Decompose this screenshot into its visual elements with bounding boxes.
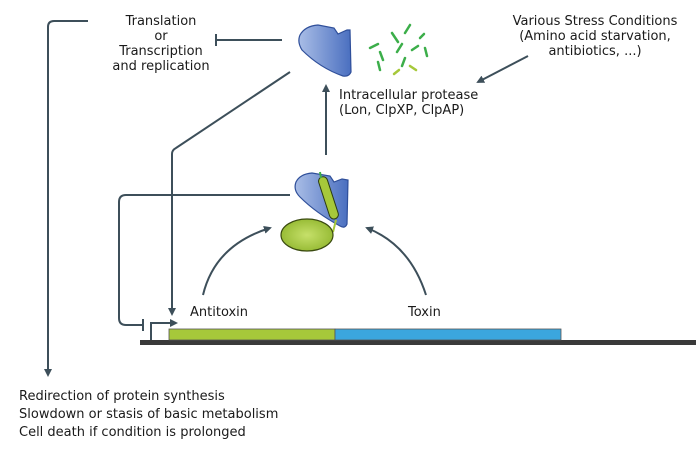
free-toxin-protein bbox=[298, 24, 352, 77]
complex-antitoxin-domain bbox=[280, 218, 334, 252]
dna-strand bbox=[140, 340, 696, 345]
label-line: Various Stress Conditions bbox=[512, 14, 678, 29]
label-line: antibiotics, ...) bbox=[548, 44, 642, 59]
stress-conditions-label: Various Stress Conditions (Amino acid st… bbox=[497, 14, 693, 59]
label-line: Transcription bbox=[119, 44, 203, 59]
toxin-to-promoter-arrow bbox=[168, 71, 291, 316]
label-line: (Lon, ClpXP, ClpAP) bbox=[339, 103, 465, 118]
ta-complex bbox=[280, 171, 349, 252]
toxin-gene bbox=[334, 328, 562, 341]
label-line: Redirection of protein synthesis bbox=[19, 389, 225, 404]
degraded-antitoxin-fragments bbox=[368, 23, 429, 76]
label-line: and replication bbox=[112, 59, 210, 74]
toxin-synthesis-arrow bbox=[365, 226, 427, 296]
antitoxin-label: Antitoxin bbox=[190, 305, 249, 320]
protease-label: Intracellular protease (Lon, ClpXP, ClpA… bbox=[339, 88, 478, 118]
antitoxin-synthesis-arrow bbox=[202, 225, 272, 296]
stress-arrow bbox=[476, 55, 529, 83]
repression-line bbox=[118, 194, 290, 326]
label-line: or bbox=[154, 29, 168, 44]
label-line: Slowdown or stasis of basic metabolism bbox=[19, 407, 279, 422]
translation-label: Translation or Transcription and replica… bbox=[96, 14, 226, 74]
label-line: Intracellular protease bbox=[339, 88, 479, 103]
label-line: Translation bbox=[125, 14, 197, 29]
outcome-arrow bbox=[44, 20, 88, 377]
toxin-label: Toxin bbox=[408, 305, 441, 320]
promoter-arrow bbox=[150, 319, 178, 340]
antitoxin-gene bbox=[168, 328, 336, 341]
label-line: Cell death if condition is prolonged bbox=[19, 425, 246, 440]
label-line: (Amino acid starvation, bbox=[519, 29, 671, 44]
outcomes-label: Redirection of protein synthesis Slowdow… bbox=[19, 388, 278, 442]
